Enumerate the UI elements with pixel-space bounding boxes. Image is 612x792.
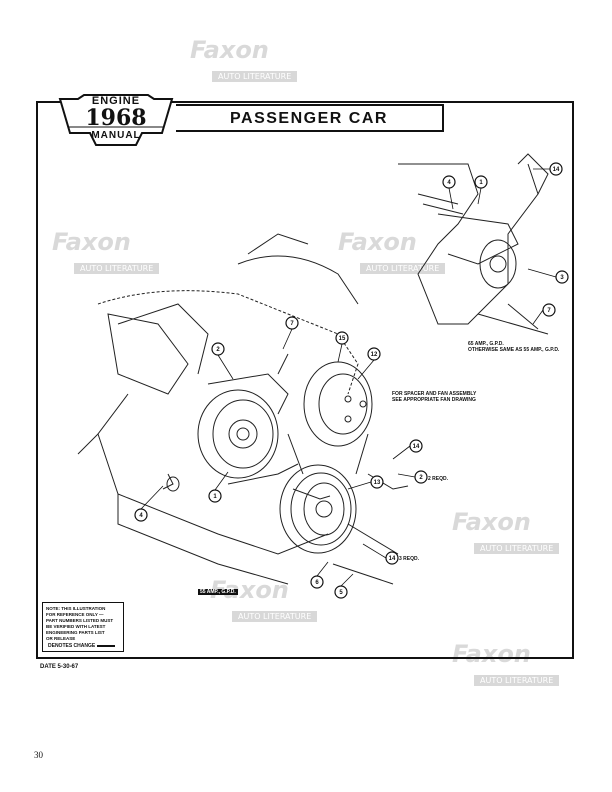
callout-4: 4 xyxy=(139,513,143,519)
note-line: PART NUMBERS LISTED MUST xyxy=(46,618,114,623)
note-line: OR RELEASE xyxy=(46,636,76,641)
required-qty-3: 3 REQD. xyxy=(399,556,420,562)
callout-14c: 14 xyxy=(553,167,560,173)
callout-7b: 7 xyxy=(547,308,551,314)
callout-14: 14 xyxy=(413,444,420,450)
page-number: 30 xyxy=(34,750,43,760)
callout-7: 7 xyxy=(290,321,294,327)
callout-13: 13 xyxy=(374,480,381,486)
callout-2: 2 xyxy=(216,347,220,353)
engine-manual-badge: ENGINE 1968 MANUAL xyxy=(58,93,174,147)
note-line: FOR REFERENCE ONLY — xyxy=(46,612,104,617)
spacer-note-1: FOR SPACER AND FAN ASSEMBLY xyxy=(392,391,477,397)
engine-manual-badge-icon xyxy=(58,94,174,146)
page-title: PASSENGER CAR xyxy=(230,110,388,127)
change-marker-icon xyxy=(96,644,115,647)
title-box: PASSENGER CAR xyxy=(176,104,444,132)
engine-diagram: 7 2 15 12 14 2 13 1 4 14 6 5 4 1 14 3 7 xyxy=(77,153,569,599)
badge-year: 1968 xyxy=(85,105,147,131)
note-line: BE VERIFIED WITH LATEST xyxy=(46,624,106,629)
callout-2b: 2 xyxy=(419,475,423,481)
callout-1b: 1 xyxy=(479,180,483,186)
badge-bottom-text: MANUAL xyxy=(91,130,141,141)
callout-15: 15 xyxy=(339,336,346,342)
note-line: NOTE: THIS ILLUSTRATION xyxy=(46,606,106,611)
callout-5: 5 xyxy=(339,590,343,596)
amp-note-2: OTHERWISE SAME AS 55 AMP., G.P.D. xyxy=(468,347,560,353)
denotes-change: DENOTES CHANGE xyxy=(48,643,115,649)
spacer-note-2: SEE APPROPRIATE FAN DRAWING xyxy=(392,397,476,403)
callout-1: 1 xyxy=(213,494,217,500)
date-label: DATE 5-30-67 xyxy=(40,664,79,670)
callout-4b: 4 xyxy=(447,180,451,186)
callout-3: 3 xyxy=(560,275,564,281)
reference-note: NOTE: THIS ILLUSTRATION FOR REFERENCE ON… xyxy=(42,602,124,652)
amp-note-1: 65 AMP., G.P.D. xyxy=(468,341,504,347)
callout-14b: 14 xyxy=(389,556,396,562)
callout-6: 6 xyxy=(315,580,319,586)
page-frame xyxy=(36,101,574,659)
badge-top-text: ENGINE xyxy=(91,95,141,107)
required-qty-2: 2 REQD. xyxy=(428,476,449,482)
amp-label: 55 AMP., G.P.D. xyxy=(198,589,238,595)
note-line: ENGINEERING PARTS LIST xyxy=(46,630,105,635)
callout-12: 12 xyxy=(371,352,378,358)
